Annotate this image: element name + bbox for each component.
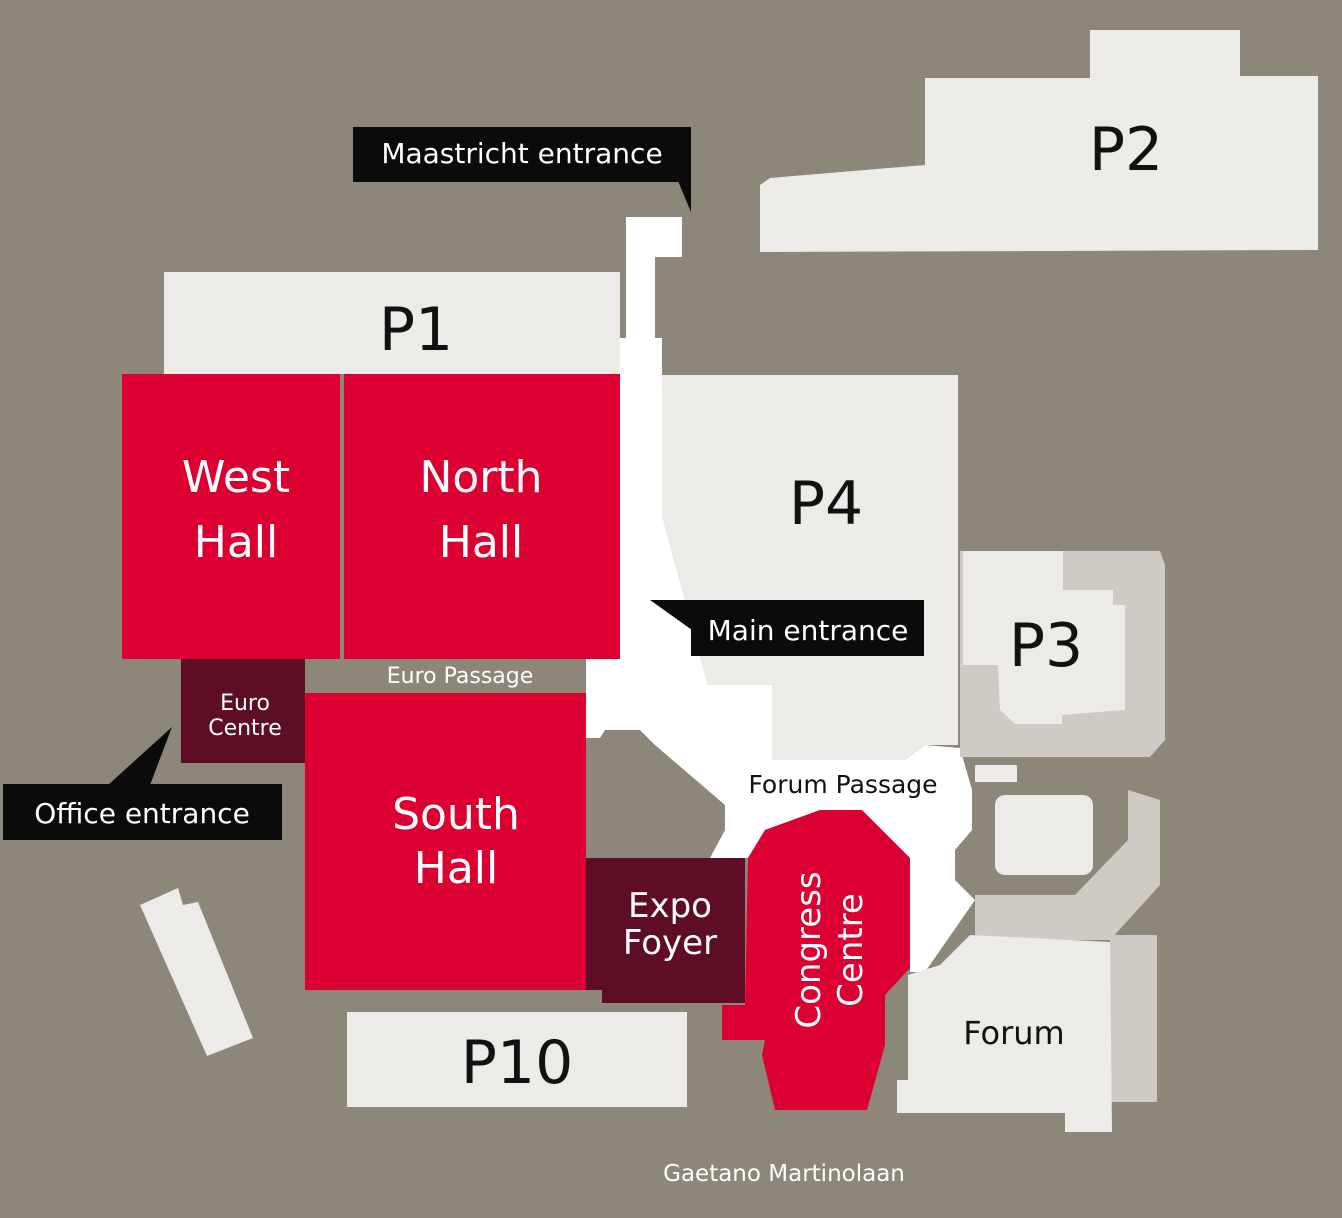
office-entrance-callout[interactable]: Office entrance: [3, 727, 282, 840]
euro-centre[interactable]: Euro Centre: [181, 659, 305, 763]
main-entrance-callout[interactable]: Main entrance: [650, 600, 924, 656]
parking-p10-label: P10: [461, 1028, 574, 1098]
parking-p3-label: P3: [1009, 611, 1083, 681]
forum-building[interactable]: Forum: [897, 935, 1112, 1132]
parking-p1-label: P1: [379, 295, 453, 365]
south-hall[interactable]: South Hall: [305, 693, 586, 990]
euro-passage-label: Euro Passage: [387, 664, 534, 689]
parking-p4-label: P4: [789, 469, 863, 539]
maastricht-entrance-label: Maastricht entrance: [381, 137, 662, 170]
parking-p2-label: P2: [1089, 115, 1163, 185]
forum-label: Forum: [963, 1014, 1064, 1052]
walkway: [586, 217, 975, 972]
street-label: Gaetano Martinolaan: [663, 1161, 905, 1187]
parking-p3[interactable]: P3: [960, 551, 1165, 757]
parking-p2[interactable]: P2: [760, 30, 1318, 252]
west-hall[interactable]: West Hall: [122, 374, 340, 659]
office-entrance-label: Office entrance: [34, 797, 250, 830]
building-block: [140, 888, 253, 1056]
north-hall-label-line1: North: [419, 452, 542, 503]
north-hall[interactable]: North Hall: [344, 374, 620, 659]
south-hall-label-line1: South: [392, 789, 520, 840]
expo-foyer-label-line1: Expo: [628, 886, 712, 926]
euro-passage[interactable]: Euro Passage: [344, 659, 586, 693]
forum-passage-label: Forum Passage: [748, 770, 937, 799]
congress-centre[interactable]: Congress Centre: [722, 810, 910, 1110]
parking-p1[interactable]: P1: [164, 272, 620, 374]
south-hall-label-line2: Hall: [414, 843, 499, 894]
north-hall-label-line2: Hall: [439, 517, 524, 568]
building-block: [1110, 935, 1157, 1102]
expo-foyer[interactable]: Expo Foyer: [586, 858, 745, 1003]
building-block: [975, 765, 1017, 782]
building-block: [975, 790, 1160, 940]
west-hall-label-line2: Hall: [194, 517, 279, 568]
euro-centre-label-line2: Centre: [208, 716, 282, 741]
maastricht-entrance-callout[interactable]: Maastricht entrance: [353, 127, 691, 212]
building-block: [995, 795, 1093, 875]
main-entrance-label: Main entrance: [708, 614, 909, 647]
parking-p4[interactable]: P4: [662, 375, 958, 760]
congress-centre-label-line2: Centre: [831, 893, 871, 1007]
congress-centre-label-line1: Congress: [789, 871, 829, 1028]
west-hall-label-line1: West: [182, 452, 290, 503]
parking-p10[interactable]: P10: [347, 1012, 687, 1107]
euro-centre-label-line1: Euro: [220, 691, 270, 716]
expo-foyer-label-line2: Foyer: [623, 923, 717, 963]
